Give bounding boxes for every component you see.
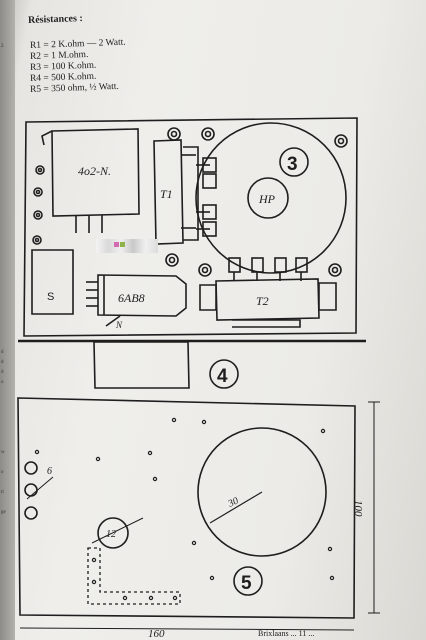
mount-hole <box>37 167 43 173</box>
figure-3-chassis <box>23 117 358 337</box>
figure-number-circle <box>279 147 309 177</box>
margin-fragment: d <box>1 350 4 355</box>
mount-hole <box>168 256 176 264</box>
figure-number-circle <box>209 359 239 389</box>
mount-hole <box>334 134 348 148</box>
front-panel-outline <box>93 341 190 389</box>
loudspeaker-outline <box>195 122 347 274</box>
mount-hole <box>34 237 40 243</box>
small-hole <box>24 506 38 520</box>
figure-4-front-panel <box>93 341 239 389</box>
height-dimension: 100 <box>352 500 364 517</box>
switch-block-s <box>31 249 74 315</box>
mount-hole <box>170 130 178 138</box>
scan-artifact <box>96 239 158 253</box>
speaker-cutout <box>197 427 327 557</box>
margin-fragment: d <box>1 360 4 365</box>
medium-hole-dimension: 12 <box>106 529 116 540</box>
figure-3-number: 3 <box>287 154 298 175</box>
small-hole <box>24 483 38 497</box>
output-transformer-block <box>51 128 140 217</box>
tube-6ab8 <box>97 274 187 317</box>
mount-hole <box>35 165 45 175</box>
figure-5-number: 5 <box>241 573 252 594</box>
mount-hole <box>201 266 209 274</box>
mount-hole <box>33 210 43 220</box>
hp-label: HP <box>258 192 276 206</box>
n-label: N <box>115 320 123 330</box>
mount-hole <box>32 235 42 245</box>
chassis-outline <box>23 117 358 337</box>
big-hole-dimension: 30 <box>226 496 241 511</box>
transformer-t1 <box>153 139 184 245</box>
mount-hole <box>33 187 43 197</box>
facing-page-edge: 2 d d d o w o ti ge <box>0 0 15 640</box>
figure-number-circle <box>233 566 263 596</box>
mount-hole <box>331 266 339 274</box>
tube-label: 6AB8 <box>118 291 145 305</box>
margin-fragment: d <box>1 370 4 375</box>
s-label: S <box>47 291 54 303</box>
mount-hole <box>167 127 181 141</box>
width-dimension: 160 <box>148 628 165 640</box>
mount-hole <box>328 263 342 277</box>
mount-hole <box>35 212 41 218</box>
margin-fragment: ti <box>1 490 4 495</box>
mount-hole <box>201 127 215 141</box>
figure-4-number: 4 <box>217 366 228 387</box>
transformer-block-label: 4o2-N. <box>78 164 111 178</box>
mount-hole <box>35 189 41 195</box>
small-hole <box>24 461 38 475</box>
page-footer: Brixlaans ... 11 ... <box>258 629 315 638</box>
plate-outline <box>17 397 356 619</box>
t2-label: T2 <box>256 294 269 308</box>
margin-fragment: o <box>1 470 4 475</box>
bracket-outline <box>87 547 181 605</box>
small-hole-dimension: 6 <box>47 466 52 477</box>
tiny-holes <box>34 417 335 601</box>
figure-5-drilling-plan <box>17 397 380 631</box>
margin-fragment: o <box>1 380 4 385</box>
mount-hole <box>337 137 345 145</box>
mount-hole <box>165 253 179 267</box>
margin-fragment: w <box>1 450 5 455</box>
control-hole <box>97 517 129 549</box>
mount-hole <box>204 130 212 138</box>
margin-fragment: 2 <box>1 44 4 49</box>
loudspeaker-magnet <box>247 177 289 219</box>
mount-hole <box>198 263 212 277</box>
margin-fragment: ge <box>1 510 6 515</box>
t1-label: T1 <box>160 187 173 201</box>
